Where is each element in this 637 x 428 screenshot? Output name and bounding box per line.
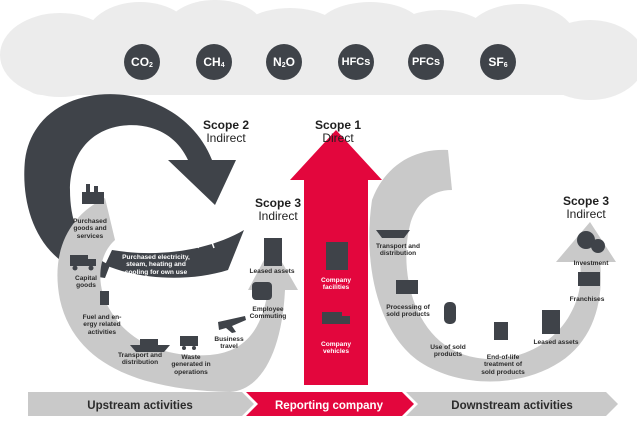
waste-label: Waste generated in operations [171, 354, 211, 376]
gas-sf6-label: SF [488, 55, 504, 69]
downstream-leased-assets-label: Leased assets [533, 339, 579, 346]
scope3-upstream-type: Indirect [258, 209, 298, 223]
truck-icon [70, 255, 96, 271]
cloud-band [0, 0, 637, 100]
capital-goods-label: Capital goods [75, 275, 97, 290]
gas-ch4-label: CH [203, 55, 221, 69]
gas-co2-label: CO [131, 55, 150, 69]
gas-ch4-subscript: 4 [220, 61, 225, 69]
building-icon [264, 238, 282, 266]
gas-sf6-subscript: 6 [503, 61, 508, 69]
fuel-energy-label: Fuel and en- ergy related activities [82, 314, 122, 336]
scope3-upstream-name: Scope 3 [254, 196, 302, 210]
employee-commuting-label: Employee Commuting [249, 306, 287, 321]
franchises-label: Franchises [569, 296, 605, 303]
downstream-scope3-arrow [369, 149, 616, 382]
downstream-transport-label: Transport and distribution [376, 243, 420, 258]
ship-icon [130, 339, 170, 352]
gas-n2o-tail: O [285, 55, 295, 69]
company-vehicles-label: Company vehicles [320, 341, 352, 356]
gas-n2o-subscript: 2 [281, 61, 286, 69]
factory-icon [82, 184, 104, 204]
use-of-sold-products-label: Use of sold products [430, 344, 466, 359]
airplane-icon [218, 316, 246, 333]
downstream-factory-icon [396, 280, 418, 294]
gas-co2-subscript: 2 [149, 61, 153, 69]
gas-pfcs-bubble: PFCs [408, 44, 444, 80]
gas-n2o-label: N [273, 55, 282, 69]
lightbulb-icon [444, 302, 456, 324]
upstream-leased-assets-label: Leased assets [249, 268, 295, 275]
downstream-activities-label: Downstream activities [451, 400, 573, 412]
store-icon [578, 272, 600, 286]
end-of-life-label: End-of-life treatment of sold products [481, 354, 525, 376]
coins-icon [577, 231, 605, 253]
scope2-type: Indirect [206, 131, 246, 145]
electricity-band [105, 230, 244, 278]
downstream-building-icon [542, 310, 560, 334]
scope3-downstream-type: Indirect [566, 207, 606, 221]
recycle-bin-icon [494, 322, 508, 340]
investment-label: Investment [573, 260, 609, 267]
gas-pfcs-label: PFCs [411, 56, 441, 68]
business-travel-label: Business travel [214, 336, 244, 351]
scope2-name: Scope 2 [202, 118, 250, 132]
upstream-scope3-arrow [57, 198, 299, 392]
scope1-type: Direct [322, 131, 354, 145]
power-tower-icon [197, 223, 215, 249]
scope3-downstream-name: Scope 3 [562, 194, 610, 208]
fuel-pump-icon [100, 291, 109, 305]
purchased-goods-label: Purchased goods and services [73, 218, 107, 240]
company-facilities-label: Company facilities [320, 277, 352, 292]
scope1-name: Scope 1 [314, 118, 362, 132]
gas-hfcs-label: HFCs [341, 56, 371, 68]
waste-cart-icon [180, 336, 198, 350]
reporting-company-label: Reporting company [275, 400, 383, 412]
train-icon [252, 282, 272, 300]
purchased-electricity-label: Purchased electricity, steam, heating an… [122, 254, 190, 276]
reporting-bar [246, 392, 414, 416]
gas-hfcs-bubble: HFCs [338, 44, 374, 80]
downstream-bar [406, 392, 618, 416]
downstream-ship-icon [376, 230, 410, 238]
processing-label: Processing of sold products [386, 304, 430, 319]
upstream-transport-label: Transport and distribution [118, 352, 162, 367]
company-truck-icon [322, 312, 350, 324]
upstream-bar [28, 392, 254, 416]
facility-icon [326, 242, 348, 270]
upstream-activities-label: Upstream activities [87, 400, 193, 412]
